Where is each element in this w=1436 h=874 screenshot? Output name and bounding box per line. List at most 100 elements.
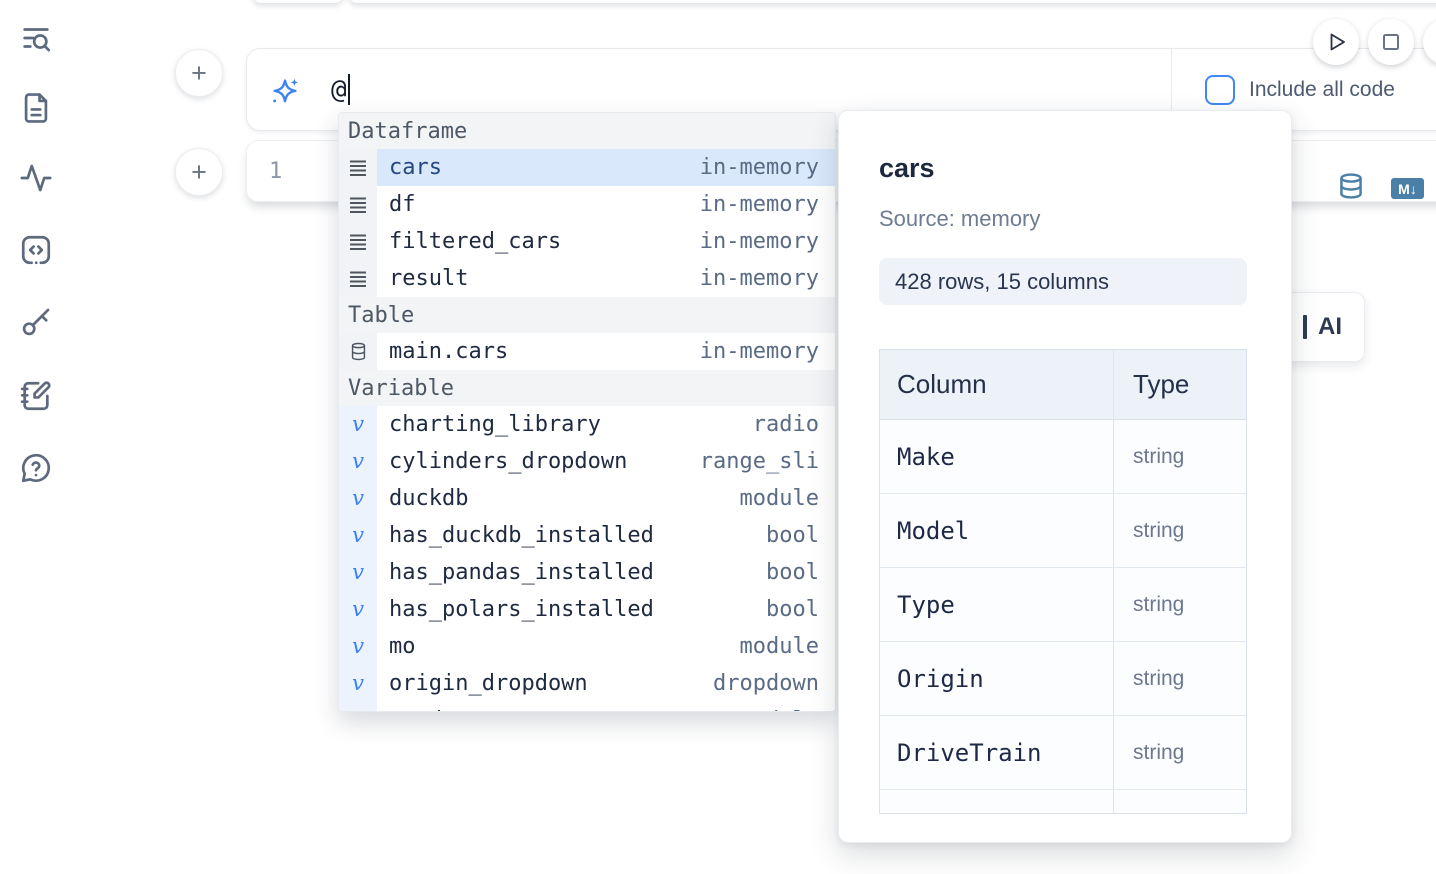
- autocomplete-item[interactable]: v mo module: [339, 628, 835, 665]
- schema-column-name: Type: [897, 590, 955, 619]
- dataframe-rows-icon: [348, 232, 368, 252]
- autocomplete-item-name: filtered_cars: [389, 229, 562, 254]
- autocomplete-item[interactable]: v pandas module: [339, 702, 835, 712]
- autocomplete-item-name: pandas: [389, 708, 468, 711]
- schema-column-type: string: [1133, 740, 1185, 764]
- preview-source: Source: memory: [879, 206, 1041, 231]
- sidebar-item-keyboard-shortcuts[interactable]: [19, 305, 53, 339]
- run-cell-button[interactable]: [1313, 19, 1359, 65]
- sidebar-item-activity[interactable]: [19, 161, 53, 195]
- autocomplete-item[interactable]: v has_polars_installed bool: [339, 591, 835, 628]
- autocomplete-section-header: Dataframe: [339, 113, 835, 149]
- database-icon[interactable]: [1337, 172, 1365, 200]
- variable-icon: v: [352, 710, 364, 712]
- variable-icon: v: [352, 560, 364, 584]
- preview-title: cars: [879, 153, 935, 183]
- document-icon: [19, 91, 53, 125]
- key-icon: [19, 305, 53, 339]
- schema-row: Make string: [880, 420, 1246, 494]
- autocomplete-item-name: mo: [389, 634, 416, 659]
- autocomplete-item-type: dropdown: [713, 671, 819, 696]
- ai-prompt-input[interactable]: @: [331, 49, 350, 130]
- autocomplete-item-type: bool: [766, 560, 819, 585]
- database-icon: [349, 342, 368, 361]
- schema-column-type: string: [1133, 666, 1185, 690]
- preview-shape-badge: 428 rows, 15 columns: [879, 258, 1247, 305]
- dataframe-rows-icon: [348, 269, 368, 289]
- line-number: 1: [269, 158, 283, 184]
- schema-column-type: string: [1133, 592, 1185, 616]
- clipped-control-button[interactable]: [1423, 19, 1436, 65]
- autocomplete-item[interactable]: v charting_library radio: [339, 406, 835, 443]
- autocomplete-item-name: result: [389, 266, 469, 291]
- schema-header-column: Column: [897, 369, 987, 399]
- autocomplete-item-name: has_duckdb_installed: [389, 523, 654, 548]
- prompt-divider: [1171, 49, 1172, 130]
- autocomplete-item[interactable]: df in-memory: [339, 186, 835, 223]
- autocomplete-item-type: module: [740, 708, 819, 711]
- ai-button-label: AI: [1318, 313, 1342, 340]
- autocomplete-item-name: main.cars: [389, 339, 509, 364]
- plus-icon: +: [191, 57, 207, 88]
- schema-column-name: Model: [897, 516, 970, 545]
- sidebar-item-table-of-contents[interactable]: [19, 21, 53, 55]
- sidebar-item-help[interactable]: [19, 451, 53, 485]
- autocomplete-item[interactable]: main.cars in-memory: [339, 333, 835, 370]
- autocomplete-item-name: has_polars_installed: [389, 597, 654, 622]
- autocomplete-item-type: range_sli: [699, 449, 819, 474]
- code-block-icon: [19, 233, 53, 267]
- dataframe-preview-panel: cars Source: memory 428 rows, 15 columns…: [838, 110, 1292, 843]
- autocomplete-item[interactable]: v has_pandas_installed bool: [339, 554, 835, 591]
- autocomplete-item-name: charting_library: [389, 412, 601, 437]
- autocomplete-item-name: has_pandas_installed: [389, 560, 654, 585]
- autocomplete-item-type: module: [739, 634, 819, 659]
- sidebar-item-scratchpad[interactable]: [19, 379, 53, 413]
- autocomplete-item-type: bool: [766, 597, 819, 622]
- autocomplete-item-type: in-memory: [699, 155, 819, 180]
- autocomplete-item[interactable]: v cylinders_dropdown range_sli: [339, 443, 835, 480]
- sidebar-item-documentation[interactable]: [19, 91, 53, 125]
- autocomplete-item[interactable]: filtered_cars in-memory: [339, 223, 835, 260]
- autocomplete-item-type: in-memory: [699, 192, 819, 217]
- schema-column-name: Origin: [897, 664, 984, 693]
- autocomplete-item-type: bool: [766, 523, 819, 548]
- markdown-export-icon[interactable]: M↓: [1391, 178, 1424, 199]
- stop-button[interactable]: [1368, 19, 1414, 65]
- activity-icon: [19, 161, 53, 195]
- sidebar-item-snippets[interactable]: [19, 233, 53, 267]
- variable-icon: v: [352, 523, 364, 547]
- ai-prompt-value: @: [331, 74, 347, 105]
- add-cell-button-bottom[interactable]: +: [175, 148, 223, 196]
- plus-icon: +: [191, 156, 207, 187]
- dataframe-rows-icon: [348, 158, 368, 178]
- add-cell-button-top[interactable]: +: [175, 49, 223, 97]
- schema-column-type: string: [1133, 518, 1185, 542]
- autocomplete-item-type: radio: [752, 412, 819, 437]
- autocomplete-item-type: in-memory: [699, 339, 819, 364]
- autocomplete-item[interactable]: v duckdb module: [339, 480, 835, 517]
- notebook-pen-icon: [19, 379, 53, 413]
- autocomplete-item[interactable]: result in-memory: [339, 260, 835, 297]
- include-all-code-checkbox[interactable]: [1205, 74, 1235, 105]
- stop-icon: [1368, 19, 1414, 65]
- variable-icon: v: [352, 634, 364, 658]
- text-cursor: [347, 74, 350, 105]
- autocomplete-item[interactable]: v origin_dropdown dropdown: [339, 665, 835, 702]
- clipped-letter: [1303, 315, 1307, 339]
- schema-row: DriveTrain string: [880, 716, 1246, 790]
- autocomplete-item-name: duckdb: [389, 486, 469, 511]
- preview-schema-table: Column Type Make string Model string Typ…: [879, 349, 1247, 814]
- schema-row-partial: [880, 790, 1246, 813]
- help-chat-icon: [19, 451, 53, 485]
- autocomplete-item-name: cylinders_dropdown: [389, 449, 628, 474]
- variable-icon: v: [352, 449, 364, 473]
- include-all-code-label: Include all code: [1249, 77, 1395, 101]
- schema-row: Origin string: [880, 642, 1246, 716]
- list-search-icon: [19, 21, 53, 55]
- autocomplete-dropdown: Dataframe cars in-memory df in-memory fi…: [338, 112, 836, 712]
- autocomplete-item[interactable]: v has_duckdb_installed bool: [339, 517, 835, 554]
- autocomplete-item[interactable]: cars in-memory: [339, 149, 835, 186]
- autocomplete-item-type: in-memory: [699, 266, 819, 291]
- variable-icon: v: [352, 597, 364, 621]
